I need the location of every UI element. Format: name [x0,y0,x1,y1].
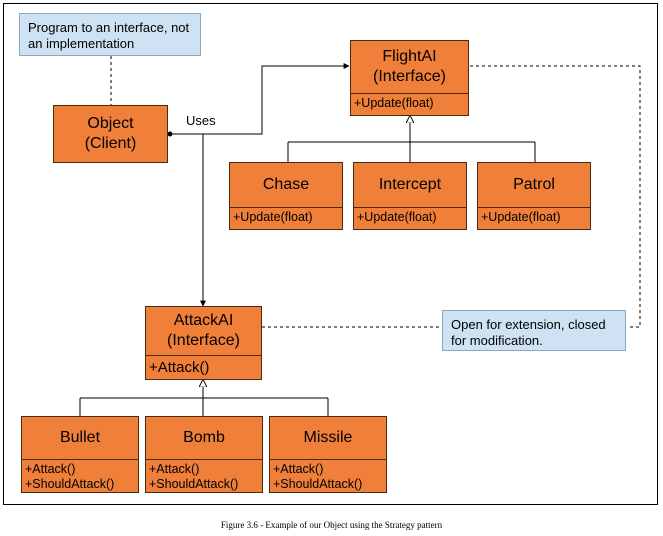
intercept-operation: +Update(float) [354,207,466,227]
missile-name: Missile [303,429,353,446]
chase-name: Chase [262,176,310,193]
bullet-name: Bullet [59,429,101,446]
attackai-name: AttackAI [173,312,234,329]
bullet-op-attack: +Attack() [25,462,76,476]
client-association-dot [167,131,173,137]
bomb-op-attack: +Attack() [149,462,200,476]
chase-operation: +Update(float) [230,207,342,227]
patrol-class-box: Patrol +Update(float) [477,162,591,230]
figure-caption: Figure 3.6 - Example of our Object using… [220,520,443,530]
attackai-interface-box: AttackAI (Interface) +Attack() [145,306,262,380]
missile-class-box: Missile +Attack() +ShouldAttack() [269,416,387,493]
patrol-operation: +Update(float) [478,207,590,227]
flightai-note-link [470,65,641,328]
uses-label: Uses [186,113,216,128]
note-bottom-text: Open for extension, closed for modificat… [451,317,606,348]
client-to-flightai-line [168,63,350,135]
intercept-class-box: Intercept +Update(float) [353,162,467,230]
patrol-name: Patrol [513,176,555,193]
figure-frame [3,3,658,505]
bullet-class-box: Bullet +Attack() +ShouldAttack() [21,416,139,493]
note-program-to-interface: Program to an interface, not an implemen… [19,13,201,56]
note-open-closed: Open for extension, closed for modificat… [442,310,626,351]
flightai-interface-box: FlightAI (Interface) +Update(float) [350,40,469,116]
bomb-name: Bomb [183,429,225,446]
attackai-kind: (Interface) [167,332,240,349]
bomb-operations: +Attack() +ShouldAttack() [146,459,262,494]
missile-op-should-attack: +ShouldAttack() [273,477,363,491]
intercept-name: Intercept [378,176,442,193]
bullet-operations: +Attack() +ShouldAttack() [22,459,138,494]
bomb-op-should-attack: +ShouldAttack() [149,477,239,491]
flightai-operation: +Update(float) [351,93,468,113]
missile-op-attack: +Attack() [273,462,324,476]
chase-class-box: Chase +Update(float) [229,162,343,230]
attackai-operation: +Attack() [146,355,261,380]
object-client-box: Object (Client) [53,105,168,163]
bomb-class-box: Bomb +Attack() +ShouldAttack() [145,416,263,493]
flightai-kind: (Interface) [373,68,446,85]
bullet-op-should-attack: +ShouldAttack() [25,477,115,491]
missile-operations: +Attack() +ShouldAttack() [270,459,386,494]
note-top-text: Program to an interface, not an implemen… [28,20,190,51]
client-name: Object [87,115,134,132]
flightai-name: FlightAI [382,48,437,65]
client-kind: (Client) [84,135,137,152]
